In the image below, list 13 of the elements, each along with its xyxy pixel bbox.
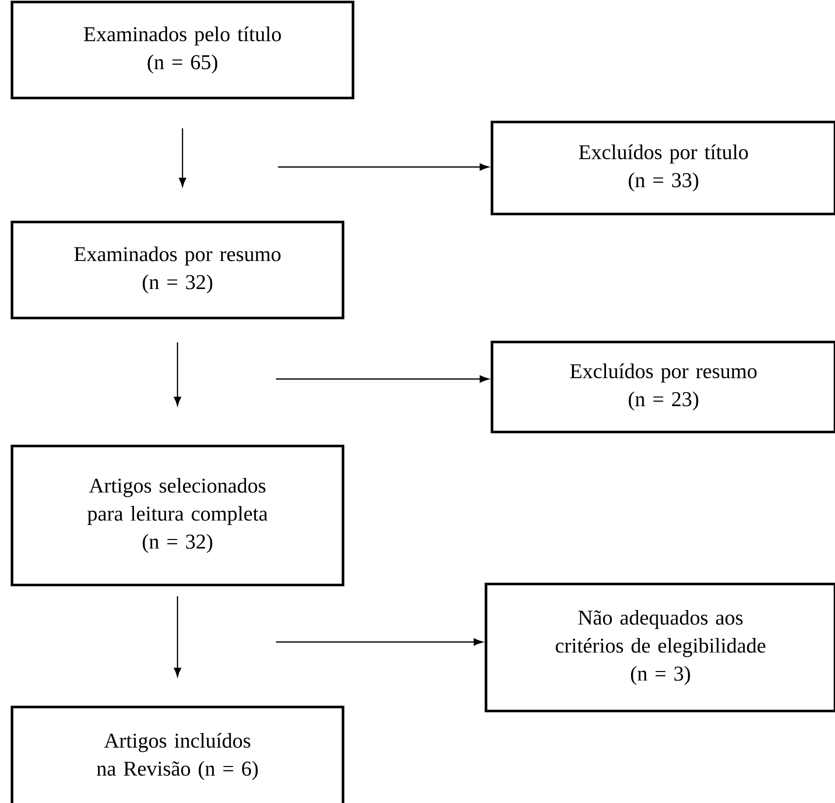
process-box: Artigos incluídos na Revisão (n = 6) [10,706,344,803]
arrow [276,638,483,646]
process-box: Não adequados aos critérios de elegibilidade (n = 3) [484,582,835,712]
arrow [276,375,489,383]
process-box: Examinados por resumo (n = 32) [10,220,344,320]
process-box: Excluídos por resumo (n = 23) [490,340,835,434]
process-box: Examinados pelo título (n = 65) [10,0,354,100]
process-box: Artigos selecionados para leitura completa (n = 32) [10,444,344,586]
arrow [278,163,489,171]
process-box: Excluídos por título (n = 33) [490,120,835,216]
arrow [178,128,186,187]
arrow [174,596,182,677]
arrow [174,342,182,406]
